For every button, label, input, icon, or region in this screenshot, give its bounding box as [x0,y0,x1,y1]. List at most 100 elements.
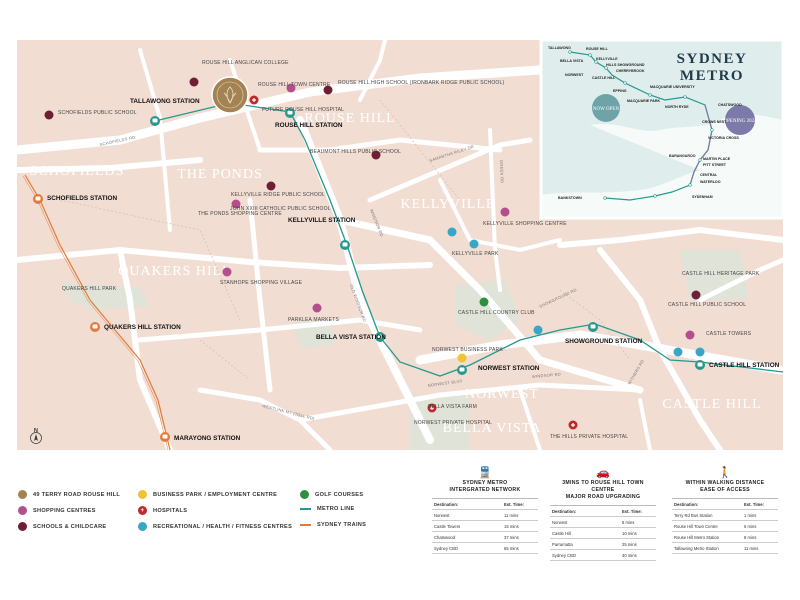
transport-tables: 🚆 SYDNEY METRO INTERGRATED NETWORK Desti… [432,466,782,576]
legend-label: BUSINESS PARK / EMPLOYMENT CENTRE [153,491,278,498]
label-future-hospital: FUTURE ROUSE HILL HOSPITAL [262,107,344,113]
recreation-icon [673,347,683,357]
site-marker [211,76,249,114]
station-showground [588,322,598,332]
shopping-markers [222,83,695,340]
shopping-icon [685,330,695,340]
table-header-row: Destination:Est. Time: [550,506,656,517]
hospital-icon: + [138,506,147,515]
suburb-norwest: NORWEST [465,387,539,402]
label-hills-private: THE HILLS PRIVATE HOSPITAL [550,434,628,440]
badge-opening-text: OPENING 2024 [723,119,757,124]
label-rouse-hill: ROUSE HILL STATION [275,122,343,129]
svg-text:CENTRAL: CENTRAL [700,173,718,177]
station-bella-vista [375,332,385,342]
station-norwest [457,365,467,375]
metro-line-icon [300,508,311,510]
suburb-the-ponds: THE PONDS [177,167,263,182]
hospital-markers [249,95,578,430]
legend-item-golf: GOLF COURSES [300,490,363,499]
table-walking: 🚶 WITHIN WALKING DISTANCE EASE OF ACCESS… [672,466,778,554]
label-schofields: SCHOFIELDS STATION [47,195,117,202]
walk-icon: 🚶 [718,467,732,479]
recreation-icon [138,522,147,531]
svg-text:CHERRYBROOK: CHERRYBROOK [616,69,645,73]
train-icon: 🚆 [478,467,492,479]
svg-text:MACQUARIE PARK: MACQUARIE PARK [627,99,660,103]
svg-text:MARTIN PLACE: MARTIN PLACE [703,157,731,161]
road-norwest-blvd: NORWEST BLVD [427,378,463,388]
legend-item-recreation: RECREATIONAL / HEALTH / FITNESS CENTRES [138,522,292,531]
svg-text:BARANGAROO: BARANGAROO [669,154,696,158]
label-rouse-hill-hs: ROUSE HILL HIGH SCHOOL (IRONBARK RIDGE P… [338,80,505,86]
legend-item-shopping: SHOPPING CENTRES [18,506,96,515]
label-bella-vista-farm: BELLA VISTA FARM [428,404,477,410]
svg-text:VICTORIA CROSS: VICTORIA CROSS [708,136,739,140]
table-subtitle: INTERGRATED NETWORK [449,487,521,493]
shopping-icon [312,303,322,313]
site-icon [18,490,27,499]
recreation-icon [533,325,543,335]
station-quakers-hill [90,322,100,332]
badge-now-open-text: NOW OPEN [593,107,620,112]
svg-text:BELLA VISTA: BELLA VISTA [560,59,584,63]
table-subtitle: MAJOR ROAD UPGRADING [565,494,641,500]
label-marayong: MARAYONG STATION [174,435,241,442]
legend-label: METRO LINE [317,506,355,512]
legend-label: GOLF COURSES [315,491,364,498]
svg-text:CASTLE HILL: CASTLE HILL [592,76,616,80]
label-castle-hill: CASTLE HILL STATION [709,362,780,369]
label-kellyville: KELLYVILLE STATION [288,217,356,224]
label-schofields-ps: SCHOFIELDS PUBLIC SCHOOL [58,110,137,116]
svg-text:KELLYVILLE: KELLYVILLE [596,57,618,61]
golf-icon [479,297,489,307]
suburb-quakers-hill: QUAKERS HILL [118,264,232,279]
legend-item-schools: SCHOOLS & CHILDCARE [18,522,106,531]
suburb-rouse-hill: ROUSE HILL [304,111,395,126]
label-ponds-shopping: THE PONDS SHOPPING CENTRE [198,211,282,217]
school-markers [44,77,701,300]
label-kellyville-shopping: KELLYVILLE SHOPPING CENTRE [483,221,567,227]
legend-item-business: BUSINESS PARK / EMPLOYMENT CENTRE [138,490,277,499]
legend-label: SHOPPING CENTRES [33,507,96,514]
roads [12,38,786,453]
recreation-icon [469,239,479,249]
heritage-park-area [680,250,748,300]
map-legend: 49 TERRY ROAD ROUSE HILL SHOPPING CENTRE… [18,490,418,540]
legend-label: SYDNEY TRAINS [317,522,367,528]
badge-opening-2024 [725,105,755,135]
school-icon [44,110,54,120]
label-tallawong: TALLAWONG STATION [130,98,200,105]
legend-label: RECREATIONAL / HEALTH / FITNESS CENTRES [153,523,293,530]
label-parklea-markets: PARKLEA MARKETS [288,317,339,323]
label-norwest-business-park: NORWEST BUSINESS PARK [432,347,503,353]
inset-title-1: SYDNEY [677,51,748,67]
station-castle-hill [695,360,705,370]
table-title: SYDNEY METRO [462,480,508,486]
school-icon [189,77,199,87]
shopping-icon [500,207,510,217]
school-icon [18,522,27,531]
station-rouse-hill [285,108,295,118]
sydney-trains-line-rail [22,175,169,451]
label-country-club: CASTLE HILL COUNTRY CLUB [458,310,535,316]
label-norwest-private: NORWEST PRIVATE HOSPITAL [414,420,492,426]
north-arrow: N [30,428,42,444]
station-schofields [33,194,43,204]
svg-text:MACQUARIE UNIVERSITY: MACQUARIE UNIVERSITY [650,85,695,89]
business-icon [138,490,147,499]
sydney-trains-line [24,174,171,451]
site-icon [211,76,249,114]
sydney-metro-inset[interactable]: SYDNEY METRO NOW OPEN OPENING 2024 TALLA… [539,38,785,220]
inset-title-2: METRO [680,68,744,84]
metro-line [154,102,784,377]
business-icon [457,353,467,363]
label-norwest: NORWEST STATION [478,365,540,372]
